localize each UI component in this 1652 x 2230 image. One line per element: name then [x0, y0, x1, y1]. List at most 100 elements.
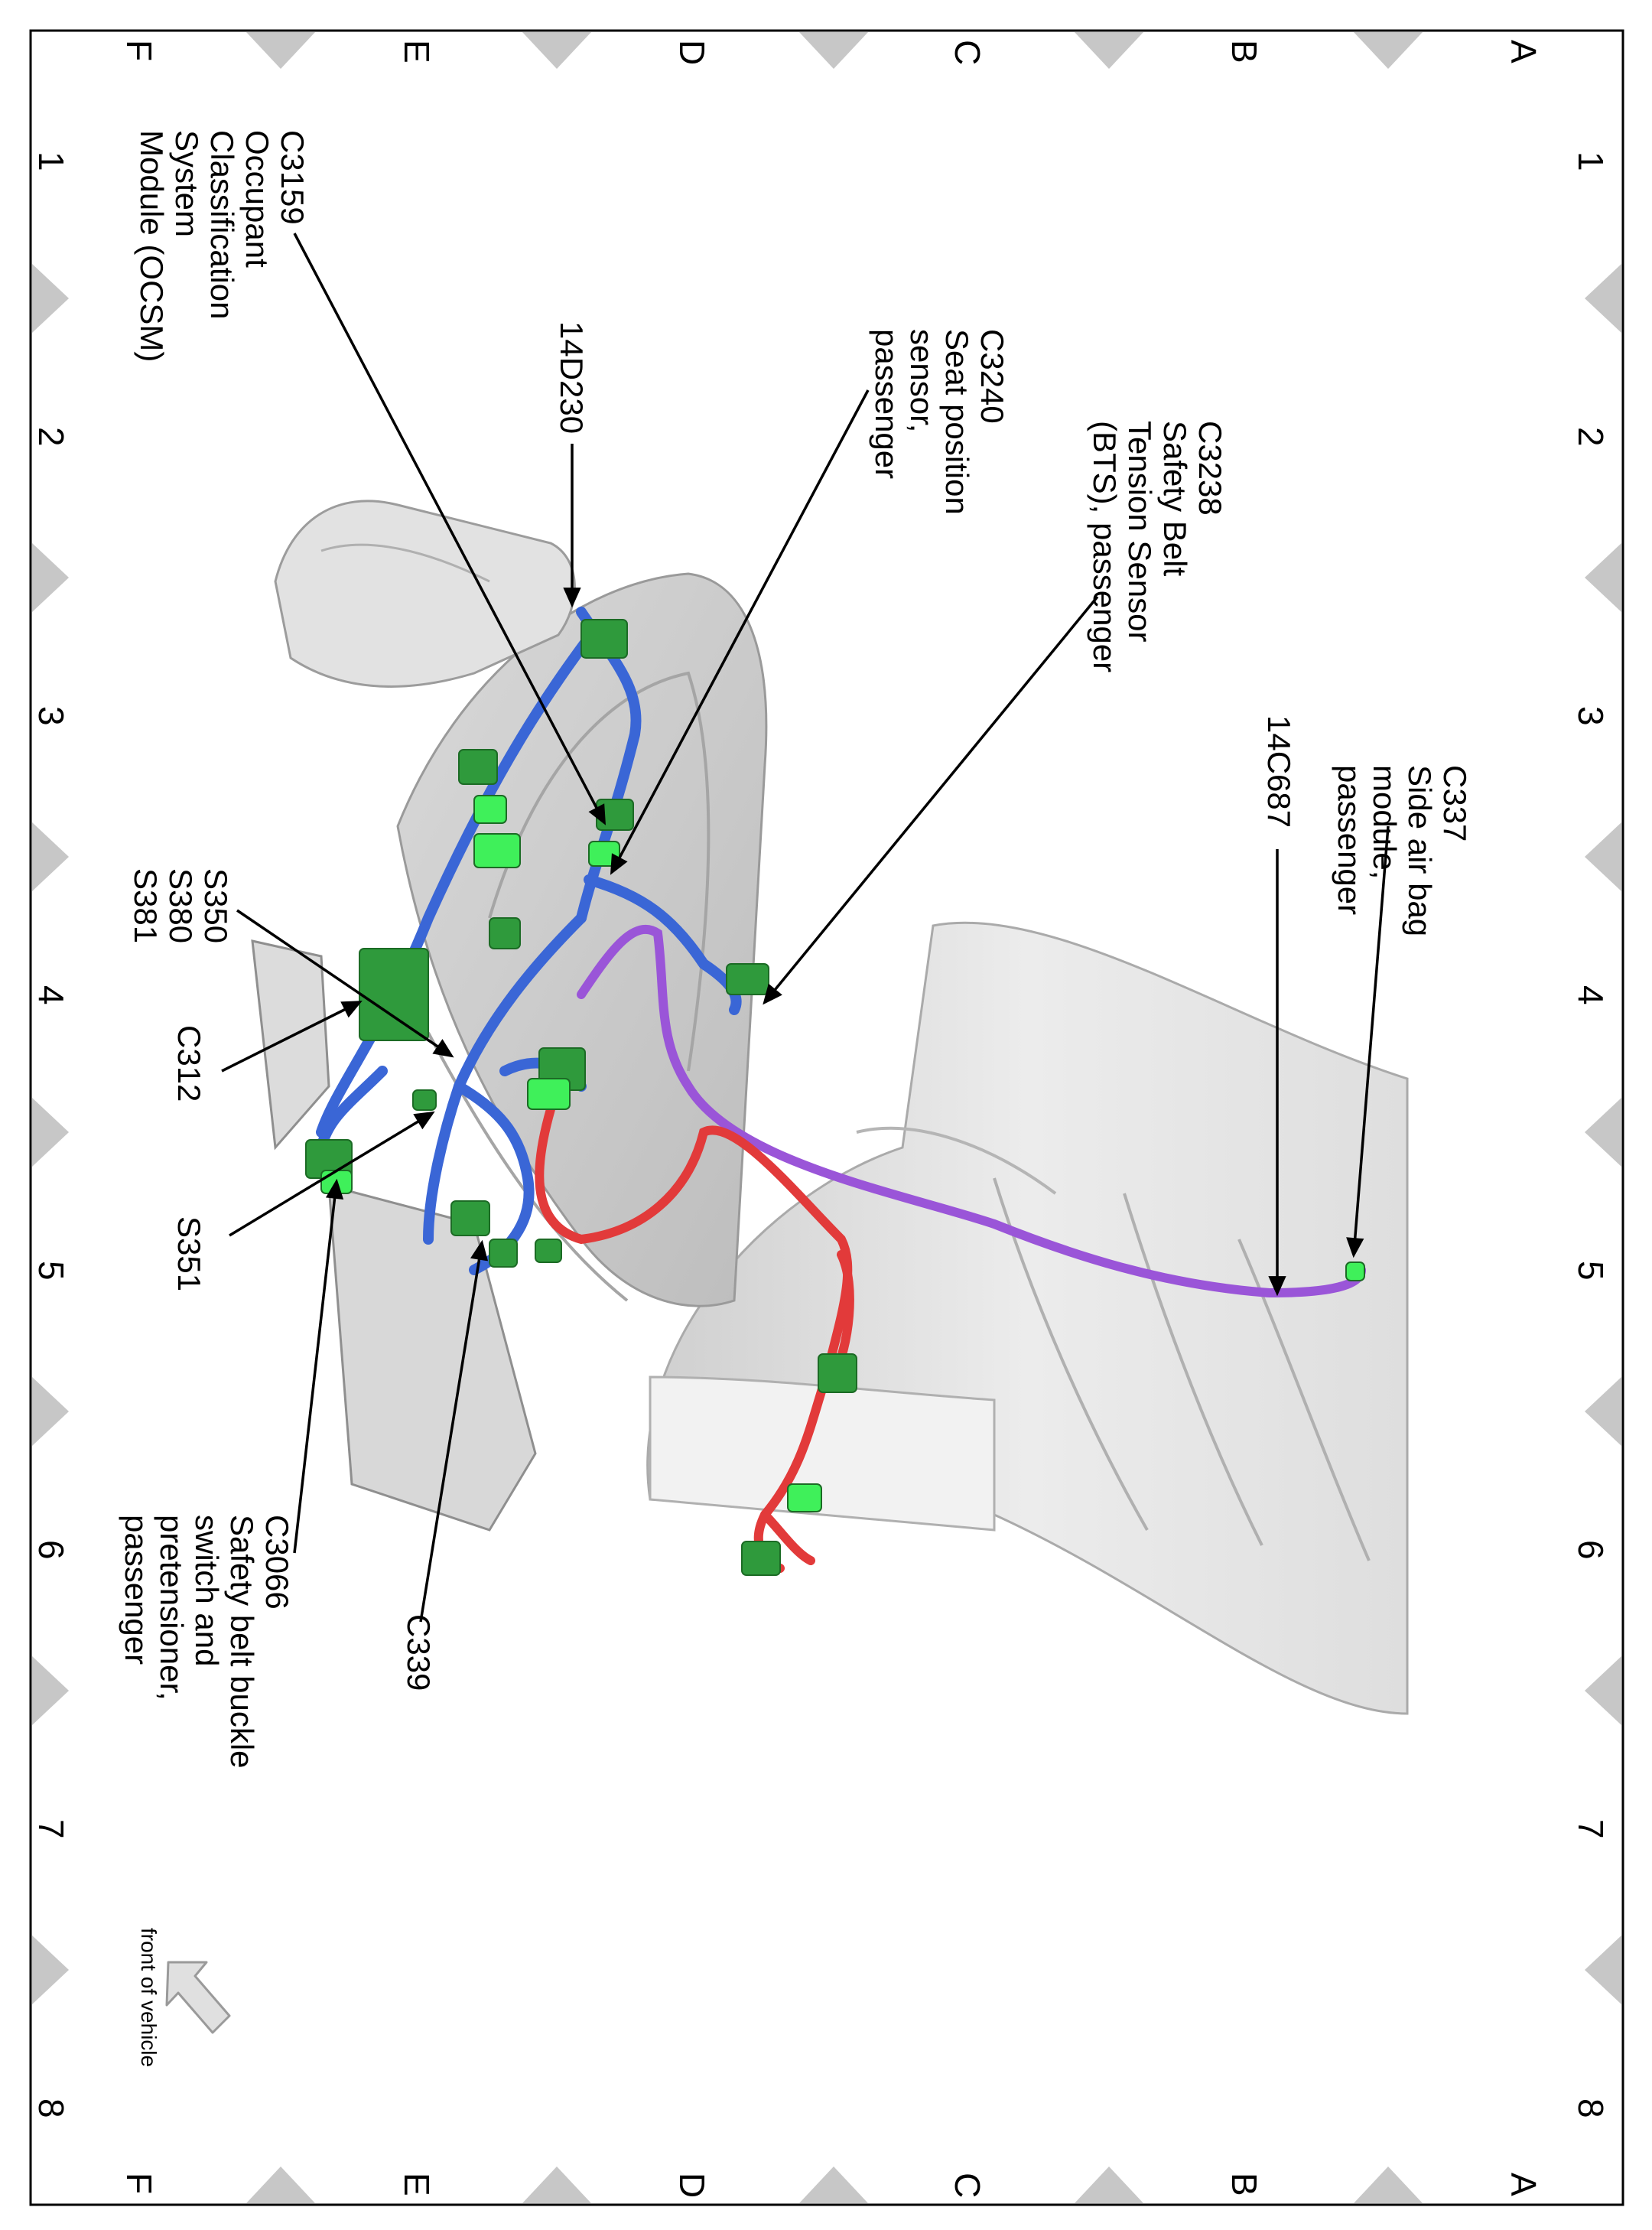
marker-left-4 [32, 1377, 69, 1446]
grid-column-label-5-right: 5 [1571, 1261, 1611, 1281]
connector-block [412, 1089, 437, 1111]
grid-column-label-3-right: 3 [1571, 706, 1611, 726]
leader-s350-arrowhead [432, 1039, 454, 1058]
callout-c3066: C3066 Safety belt buckle switch and pret… [119, 1515, 295, 1769]
leader-c3066 [293, 1181, 338, 1554]
marker-top-3 [522, 32, 591, 69]
grid-row-label-E-top: E [397, 40, 437, 63]
leader-lines [221, 233, 1390, 1623]
connector-block [450, 1200, 490, 1236]
marker-right-3 [1585, 1098, 1621, 1167]
callout-14c687: 14C687 [1261, 715, 1297, 829]
grid-column-label-6-right: 6 [1571, 1540, 1611, 1560]
grid-column-label-7-left: 7 [31, 1819, 71, 1839]
callout-c339: C339 [401, 1614, 437, 1691]
leader-c339-arrowhead [470, 1239, 489, 1261]
connector-block [535, 1239, 562, 1263]
grid-column-label-3-left: 3 [31, 706, 71, 726]
grid-column-label-2-right: 2 [1571, 427, 1611, 447]
grid-markers [32, 32, 1621, 2203]
callout-c3240: C3240 Seat position sensor, passenger [869, 329, 1010, 515]
marker-left-1 [32, 543, 69, 612]
connector-block [580, 619, 628, 659]
seat-cushion [646, 921, 1409, 1715]
harness-purple [577, 924, 1366, 1298]
grid-column-label-4-left: 4 [31, 985, 71, 1005]
connector-block [527, 1078, 571, 1110]
grid-row-label-A-bottom: A [1504, 2173, 1543, 2196]
grid-row-label-B-top: B [1224, 40, 1264, 63]
connector-block [726, 963, 769, 995]
marker-right-5 [1585, 1656, 1621, 1725]
marker-left-2 [32, 822, 69, 891]
marker-right-1 [1585, 543, 1621, 612]
callout-s350-s380-s381: S350 S380 S381 [128, 868, 234, 944]
leader-c312-arrowhead [340, 1001, 363, 1018]
leader-c312 [221, 1001, 360, 1073]
marker-left-3 [32, 1098, 69, 1167]
leader-c3240-arrowhead [610, 853, 628, 875]
callout-c337: C337 Side air bag module, passenger [1332, 765, 1473, 937]
leader-c3240 [610, 389, 870, 873]
grid-column-label-1-right: 1 [1571, 151, 1611, 171]
grid-column-label-8-right: 8 [1571, 2098, 1611, 2118]
leader-c3159-arrowhead [588, 803, 606, 825]
marker-right-6 [1585, 1935, 1621, 2004]
marker-right-2 [1585, 822, 1621, 891]
grid-column-label-8-left: 8 [31, 2098, 71, 2118]
grid-row-label-E-bottom: E [397, 2173, 437, 2196]
front-of-vehicle-arrow-icon [165, 1961, 231, 2034]
leader-c337-arrowhead [1346, 1237, 1364, 1258]
connector-block [787, 1483, 822, 1512]
marker-top-1 [1075, 32, 1143, 69]
connector-block [473, 795, 507, 824]
diagram-border [29, 29, 1624, 2206]
connector-block [741, 1541, 781, 1576]
connector-block [473, 833, 521, 868]
leader-s350 [236, 909, 452, 1057]
grid-column-label-1-left: 1 [31, 151, 71, 171]
connector-block [359, 948, 429, 1041]
callout-c3159: C3159 Occupant Classification System Mod… [134, 130, 311, 363]
marker-left-0 [32, 264, 69, 333]
grid-column-label-5-left: 5 [31, 1261, 71, 1281]
leader-c339 [419, 1242, 483, 1623]
grid-row-label-B-bottom: B [1224, 2173, 1264, 2196]
leader-c3159 [293, 233, 606, 823]
connector-block [489, 917, 521, 949]
marker-left-5 [32, 1656, 69, 1725]
leader-c3066-arrowhead [325, 1178, 344, 1200]
marker-bottom-4 [246, 2167, 315, 2203]
callout-14d230: 14D230 [554, 321, 590, 435]
leader-14c687-arrowhead [1268, 1276, 1286, 1297]
marker-right-0 [1585, 264, 1621, 333]
grid-row-label-F-bottom: F [119, 2173, 159, 2195]
connector-block [1345, 1261, 1365, 1281]
connector-block [489, 1239, 518, 1268]
marker-bottom-2 [799, 2167, 868, 2203]
marker-top-2 [799, 32, 868, 69]
front-of-vehicle-label: front of vehicle [137, 1928, 161, 2068]
grid-column-label-4-right: 4 [1571, 985, 1611, 1005]
callout-s351: S351 [171, 1216, 207, 1292]
leader-s351 [229, 1112, 433, 1237]
marker-bottom-1 [1075, 2167, 1143, 2203]
marker-bottom-3 [522, 2167, 591, 2203]
connector-block [458, 749, 498, 785]
leader-14d230-arrowhead [563, 588, 581, 608]
grid-column-label-7-right: 7 [1571, 1819, 1611, 1839]
marker-right-4 [1585, 1377, 1621, 1446]
grid-row-label-C-bottom: C [948, 2173, 987, 2199]
grid-column-label-6-left: 6 [31, 1540, 71, 1560]
leader-c3238-arrowhead [763, 983, 782, 1005]
marker-top-0 [1354, 32, 1423, 69]
leader-c3238 [763, 595, 1099, 1004]
leader-c337 [1352, 825, 1390, 1255]
grid-row-label-A-top: A [1504, 40, 1543, 63]
seat-frame [251, 939, 537, 1532]
grid-column-label-2-left: 2 [31, 427, 71, 447]
connector-block [818, 1353, 857, 1393]
callout-c3238: C3238 Safety Belt Tension Sensor (BTS), … [1087, 421, 1228, 673]
